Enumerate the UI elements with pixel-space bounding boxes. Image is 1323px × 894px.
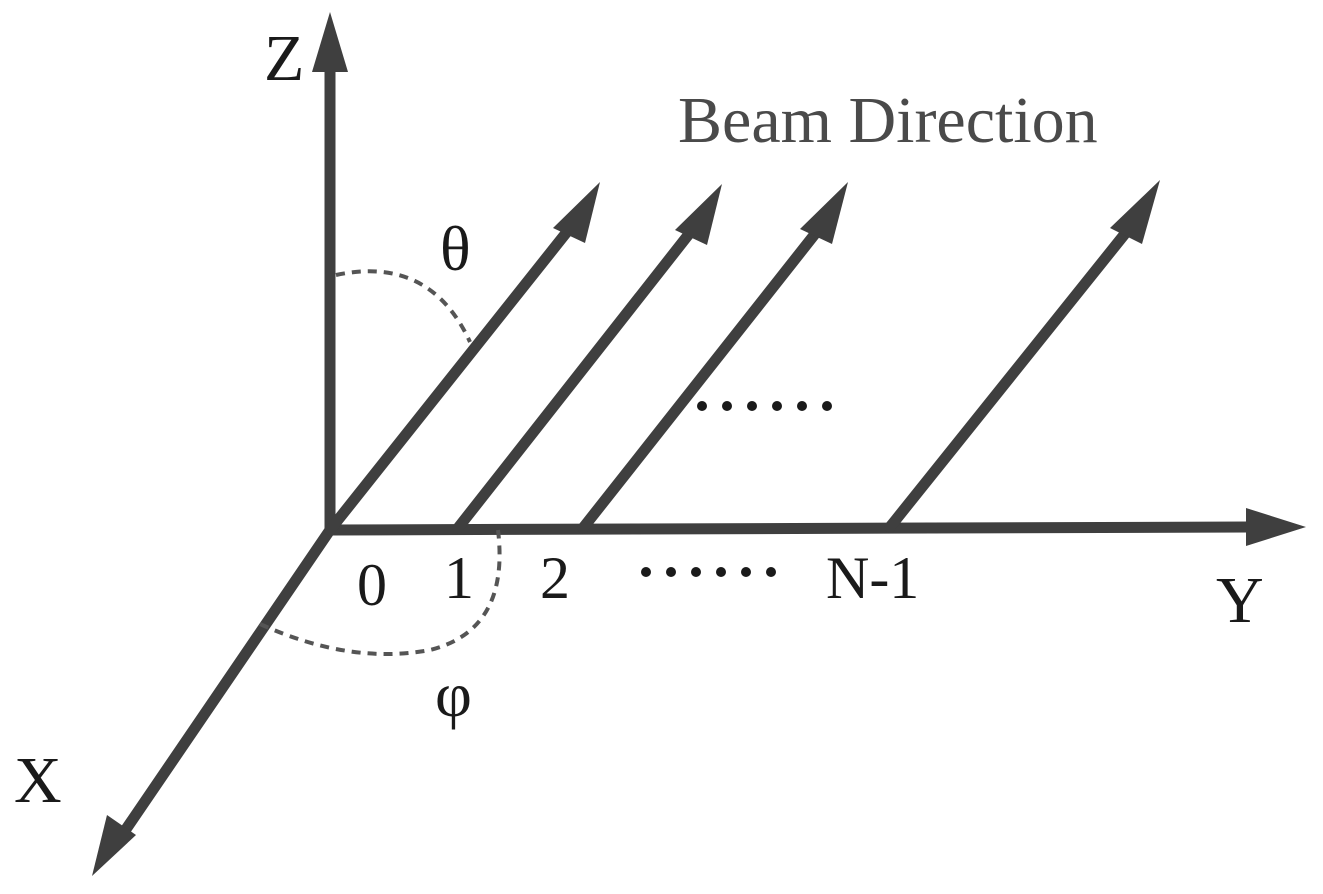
element-index-1: 1 [444,545,474,611]
x-axis [92,524,336,876]
beam-arrow-2 [577,182,848,534]
z-axis-label: Z [264,22,304,95]
beam-arrow-1 [452,184,722,534]
y-axis-arrowhead [1246,508,1306,546]
element-index-0: 0 [357,552,387,618]
x-axis-label: X [14,744,62,817]
theta-label: θ [440,213,471,284]
theta-arc [335,269,472,343]
index-ellipsis-dots [641,567,776,577]
y-axis-label: Y [1216,564,1264,637]
x-axis-arrowhead [92,815,136,876]
y-axis [324,508,1306,546]
beam-direction-label: Beam Direction [678,84,1098,157]
z-axis [312,12,348,536]
z-axis-arrowhead [312,12,348,72]
beam-ellipsis-dots [697,401,832,411]
beam-arrow-0 [324,182,600,536]
element-index-2: 2 [540,545,570,611]
beam-arrow-n-1 [884,180,1160,533]
phi-arc [259,529,502,656]
element-index-n-1: N-1 [826,545,919,611]
phi-label: φ [435,659,472,730]
